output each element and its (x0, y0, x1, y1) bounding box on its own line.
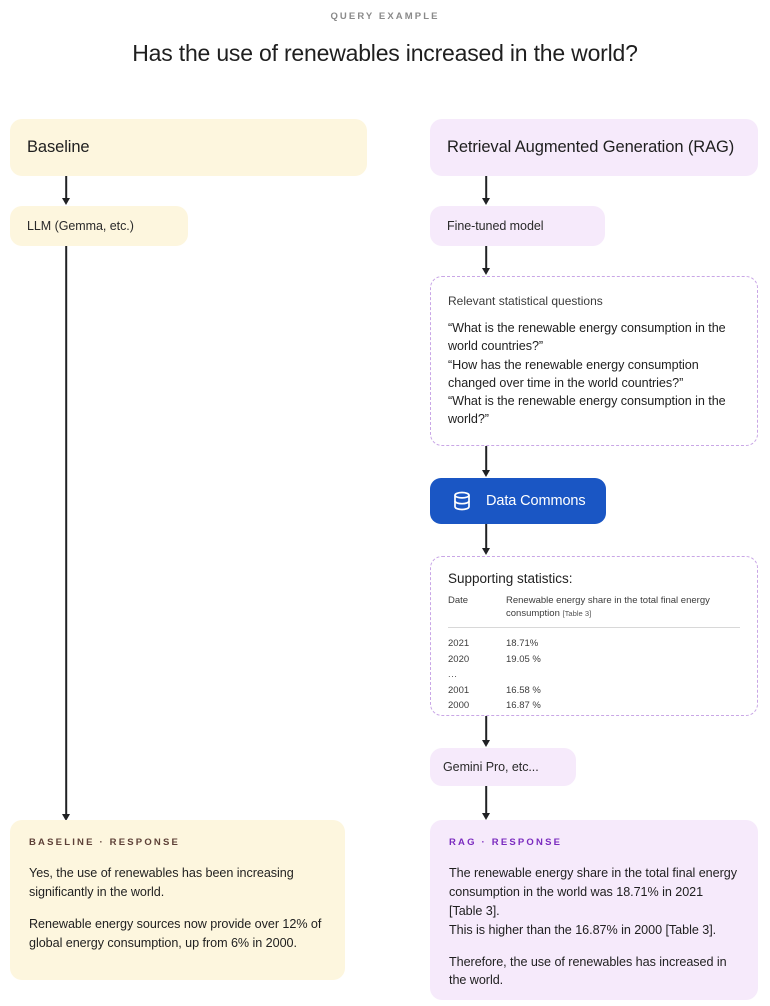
supporting-statistics-title: Supporting statistics: (448, 571, 573, 586)
supporting-statistics-box: Supporting statistics: Date Renewable en… (430, 556, 758, 716)
cell-value: 16.87 % (506, 700, 541, 711)
column-header-date: Date (448, 595, 469, 606)
question-item: “What is the renewable energy consumptio… (448, 321, 726, 354)
table-row: 2020 19.05 % (448, 652, 740, 667)
question-item: “What is the renewable energy consumptio… (448, 394, 726, 427)
page-title: Has the use of renewables increased in t… (132, 40, 638, 66)
supporting-statistics-table: Date Renewable energy share in the total… (448, 595, 740, 713)
baseline-title: Baseline (27, 138, 90, 157)
cell-date: 2020 (448, 653, 470, 665)
question-item: “How has the renewable energy consumptio… (448, 357, 699, 390)
relevant-questions-heading: Relevant statistical questions (448, 294, 603, 308)
table-row-ellipsis: ... (448, 667, 740, 682)
column-header-reference: [Table 3] (562, 608, 592, 618)
arrow-datacommons-to-stats (478, 524, 494, 555)
rag-finetuned-label: Fine-tuned model (447, 219, 544, 233)
table-header-row: Date Renewable energy share in the total… (448, 595, 740, 628)
cell-date: ... (448, 669, 458, 681)
arrow-generator-to-response (478, 786, 494, 820)
arrow-rag-to-finetuned (478, 176, 494, 205)
relevant-questions-box: Relevant statistical questions “What is … (430, 276, 758, 446)
table-row: 2021 18.71% (448, 628, 740, 652)
rag-response-box: RAG · RESPONSE The renewable energy shar… (430, 820, 758, 1000)
arrow-stats-to-generator (478, 716, 494, 747)
column-header-value-text: Renewable energy share in the total fina… (506, 595, 710, 619)
rag-title: Retrieval Augmented Generation (RAG) (447, 138, 735, 157)
table-row: 2001 16.58 % (448, 683, 740, 698)
baseline-response-paragraph: Renewable energy sources now provide ove… (29, 916, 322, 950)
baseline-response-box: BASELINE · RESPONSE Yes, the use of rene… (10, 820, 345, 980)
rag-response-paragraph: The renewable energy share in the total … (449, 866, 737, 937)
table-row: 2000 16.87 % (448, 698, 740, 713)
cell-date: 2000 (448, 700, 470, 711)
rag-generator-box: Gemini Pro, etc... (430, 748, 576, 786)
baseline-model-label: LLM (Gemma, etc.) (27, 219, 134, 233)
arrow-finetuned-to-questions (478, 246, 494, 275)
eyebrow-label: QUERY EXAMPLE (330, 11, 440, 22)
cell-value: 19.05 % (506, 653, 541, 665)
cell-value (506, 667, 740, 682)
baseline-model-box: LLM (Gemma, etc.) (10, 206, 188, 246)
data-commons-button[interactable]: Data Commons (430, 478, 606, 524)
rag-header-box: Retrieval Augmented Generation (RAG) (430, 119, 758, 176)
baseline-response-paragraph: Yes, the use of renewables has been incr… (29, 866, 294, 899)
cell-value: 18.71% (506, 638, 539, 650)
rag-response-paragraph: Therefore, the use of renewables has inc… (449, 954, 727, 988)
cell-value: 16.58 % (506, 684, 541, 696)
rag-response-label: RAG · RESPONSE (449, 837, 563, 848)
arrow-questions-to-datacommons (478, 446, 494, 477)
cell-date: 2021 (448, 638, 470, 650)
arrow-baseline-to-llm (58, 176, 74, 205)
database-icon (450, 489, 474, 513)
arrow-llm-to-response (58, 246, 74, 821)
cell-date: 2001 (448, 684, 470, 696)
rag-finetuned-box: Fine-tuned model (430, 206, 605, 246)
baseline-header-box: Baseline (10, 119, 367, 176)
baseline-response-label: BASELINE · RESPONSE (29, 837, 181, 848)
rag-generator-label: Gemini Pro, etc... (443, 760, 539, 774)
data-commons-label: Data Commons (486, 493, 586, 509)
column-header-value: Renewable energy share in the total fina… (506, 595, 740, 628)
